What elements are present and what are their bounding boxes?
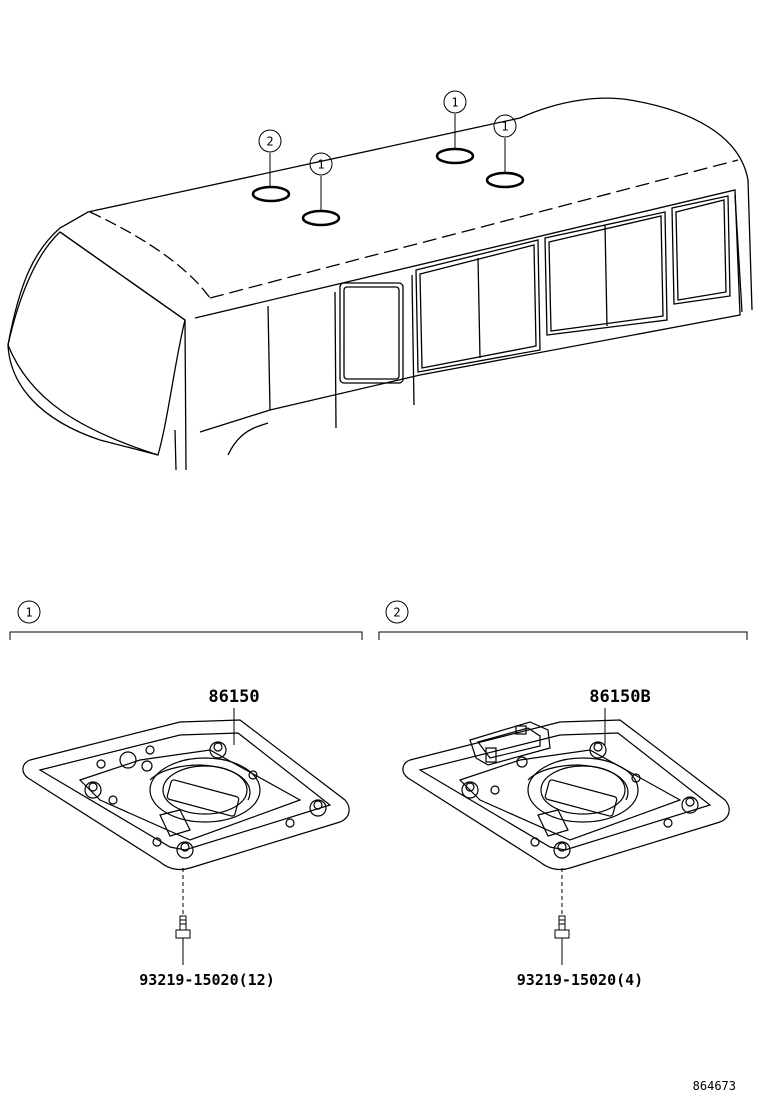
vehicle-roof-illustration xyxy=(7,97,753,471)
callout-number-1a: 1 xyxy=(317,158,324,172)
section-2-part-number: 86150B xyxy=(589,687,650,707)
callout-number-1c: 1 xyxy=(501,120,508,134)
section-1-bolt-part-number: 93219-15020(12) xyxy=(139,971,274,989)
speaker-ring-1c xyxy=(485,171,525,189)
roof-speaker-assembly-1 xyxy=(22,719,350,871)
speaker-ring-2 xyxy=(251,185,291,203)
speaker-ring-1b xyxy=(435,147,475,165)
roof-callouts xyxy=(258,90,517,211)
section-2-header xyxy=(378,600,748,640)
illustration-reference-number: 864673 xyxy=(693,1079,736,1093)
section-2-bolt-part-number: 93219-15020(4) xyxy=(517,971,643,989)
bolt-2-icon xyxy=(554,915,570,965)
callout-number-2: 2 xyxy=(266,135,273,149)
section-2-number: 2 xyxy=(393,606,400,620)
section-1-header xyxy=(9,600,363,640)
bolt-1-icon xyxy=(175,915,191,965)
section-1-number: 1 xyxy=(25,606,32,620)
section-1-part-number: 86150 xyxy=(208,687,259,707)
roof-speaker-locations xyxy=(251,147,525,227)
callout-number-1b: 1 xyxy=(451,96,458,110)
roof-speaker-assembly-2 xyxy=(402,719,730,871)
speaker-ring-1a xyxy=(301,209,341,227)
